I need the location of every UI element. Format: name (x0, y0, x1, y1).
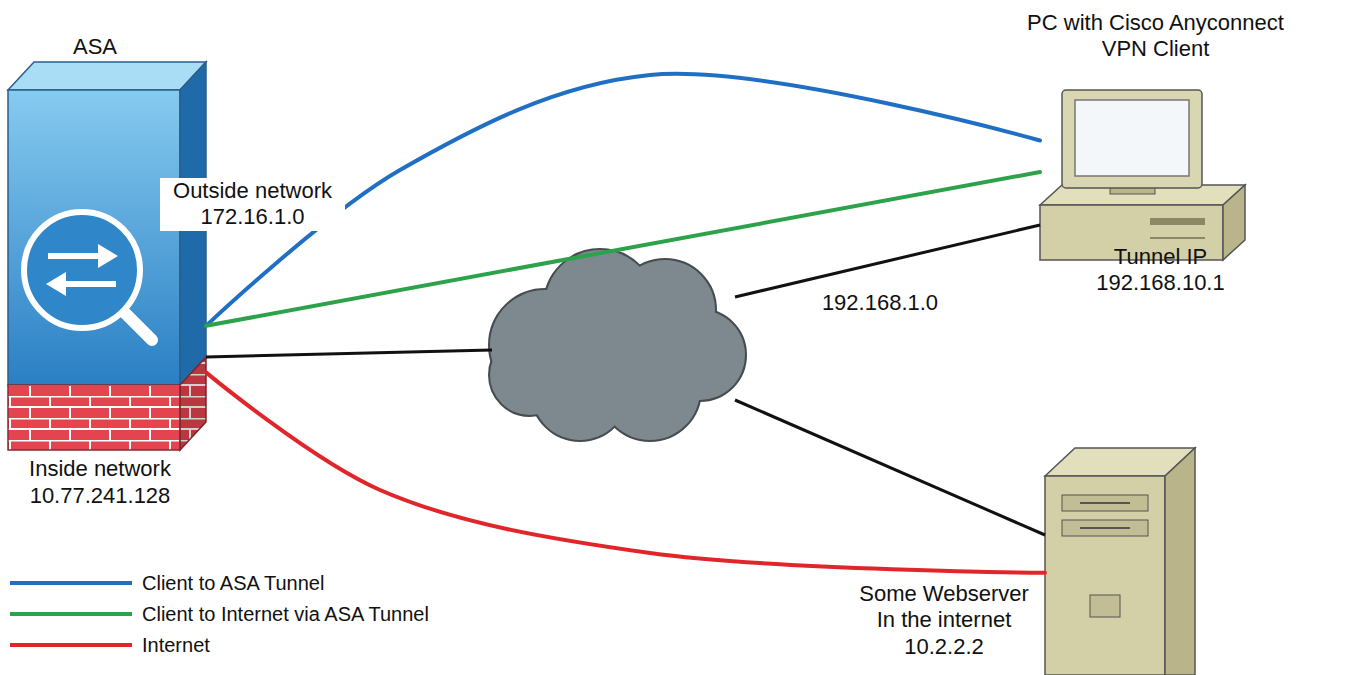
legend-sample (8, 631, 134, 659)
drawing-part (1075, 100, 1189, 176)
drawing-part (24, 212, 140, 328)
node-heading: ASA (45, 34, 145, 60)
webserver-icon (1045, 448, 1195, 675)
drawing-part (1080, 502, 1130, 504)
pc-icon (1040, 90, 1245, 260)
drawing-part (8, 90, 180, 385)
drawing-part (123, 311, 152, 340)
legend-row: Internet (8, 631, 608, 659)
internet-link (206, 372, 1045, 572)
drawing-part (1150, 237, 1205, 239)
legend-text: Client to Internet via ASA Tunnel (142, 600, 429, 628)
legend-row: Client to ASA Tunnel (8, 569, 608, 597)
drawing-part (1090, 595, 1120, 617)
drawing-part (1223, 185, 1245, 260)
drawing-part (8, 62, 206, 90)
node-note: Inside network 10.77.241.128 (0, 456, 200, 509)
drawing-part (490, 335, 570, 415)
drawing-part (1062, 495, 1148, 511)
node-heading: Some Webserver In the internet 10.2.2.2 (853, 581, 1035, 660)
drawing-part (180, 357, 206, 450)
label-anchor: 192.168.1.0 (805, 290, 955, 316)
drawing-part (490, 335, 570, 415)
drawing-part (48, 253, 100, 259)
drawing-part (206, 350, 492, 357)
drawing-part (180, 357, 206, 450)
server-node: Some Webserver In the internet 10.2.2.2 (1045, 448, 1195, 675)
drawing-part (1062, 520, 1148, 536)
network-address: 192.168.1.0 (805, 290, 955, 316)
legend-line (10, 612, 132, 616)
drawing-part (1165, 448, 1195, 675)
drawing-part (1080, 527, 1130, 529)
drawing-part (1062, 90, 1202, 188)
legend-line (10, 643, 132, 647)
drawing-part (1150, 218, 1205, 225)
firewall-node: ASAInside network 10.77.241.128 (8, 62, 206, 450)
legend-text: Internet (142, 631, 210, 659)
label-anchor: Outside network 172.16.1.0 (160, 178, 345, 231)
drawing-part (64, 281, 116, 287)
legend-text: Client to ASA Tunnel (142, 569, 324, 597)
drawing-part (1045, 476, 1165, 675)
drawing-part (46, 272, 66, 296)
drawing-part (8, 385, 180, 450)
node-note: Tunnel IP 192.168.10.1 (1083, 244, 1238, 297)
drawing-part (490, 250, 745, 440)
legend-sample (8, 600, 134, 628)
physical-links (206, 225, 1045, 535)
legend-row: Client to Internet via ASA Tunnel (8, 600, 608, 628)
drawing-part (735, 400, 1045, 535)
legend-line (10, 581, 132, 585)
network-address: Outside network 172.16.1.0 (160, 178, 345, 231)
asa-firewall-icon (8, 62, 206, 450)
internet-cloud (490, 250, 745, 440)
pc-node: PC with Cisco Anyconnect VPN ClientTunne… (1040, 88, 1245, 263)
legend-sample (8, 569, 134, 597)
node-heading: PC with Cisco Anyconnect VPN Client (1003, 10, 1308, 63)
drawing-part (98, 244, 118, 268)
drawing-part (490, 250, 745, 440)
drawing-part (735, 225, 1040, 297)
